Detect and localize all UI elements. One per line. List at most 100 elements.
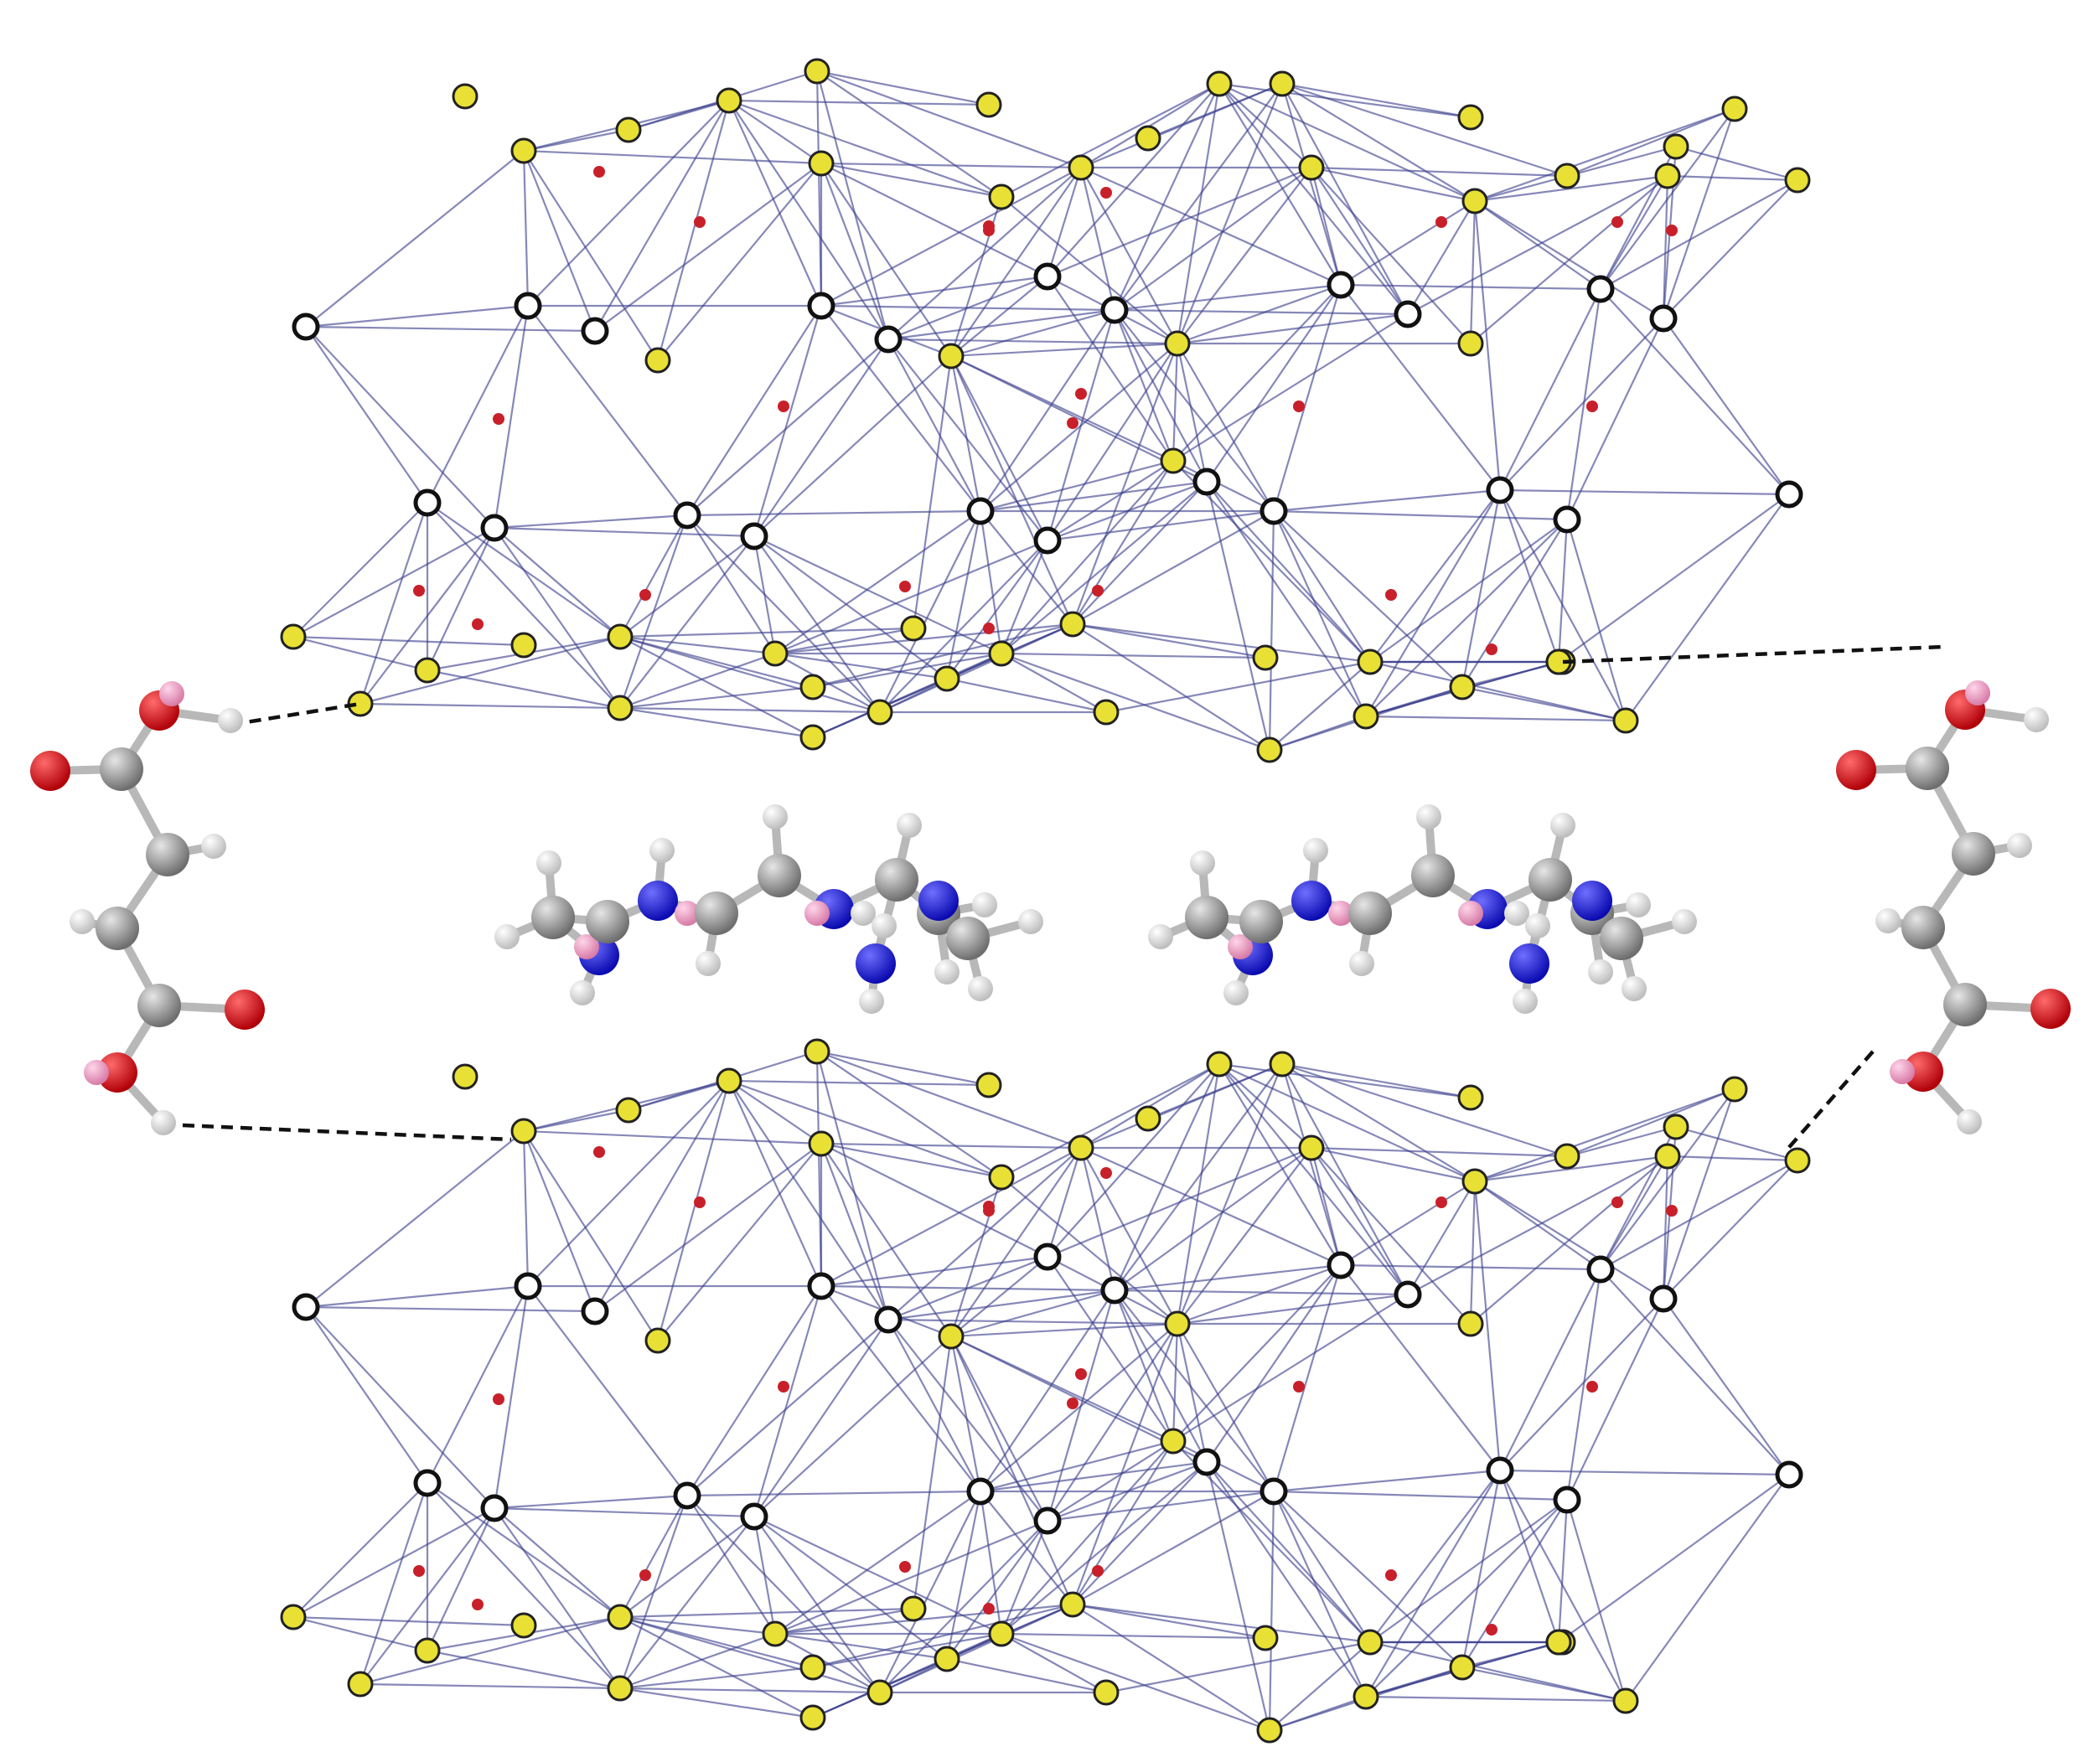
top-framework-bond-119 <box>359 635 621 705</box>
top-framework-bond-43 <box>522 150 530 307</box>
top-framework-bond-61 <box>1311 166 1476 203</box>
top-interstitial-site-1 <box>694 216 706 228</box>
bottom-sulfur-atom-45 <box>988 1164 1015 1191</box>
top-framework-bond-10 <box>816 70 990 106</box>
top-interstitial-site-20 <box>1385 589 1397 601</box>
bottom-framework-bond-73 <box>1407 1181 1476 1295</box>
top-sulfur-atom-45 <box>988 183 1015 210</box>
bottom-framework-bond-194 <box>753 1516 948 1660</box>
bottom-framework-bond-191 <box>879 1520 1048 1693</box>
top-metal-atom-15 <box>966 497 995 525</box>
bottom-framework-bond-38 <box>1662 1088 1736 1300</box>
bottom-framework-bond-252 <box>1565 1269 1602 1501</box>
top-framework-bond-9 <box>728 100 889 340</box>
top-framework-bond-203 <box>1365 489 1501 717</box>
top-framework-bond-191 <box>879 540 1048 713</box>
top-framework-bond-121 <box>619 635 881 714</box>
top-sulfur-atom-19 <box>938 343 965 369</box>
bottom-framework-bond-240 <box>887 1319 1048 1522</box>
bottom-metal-atom-7 <box>1327 1251 1355 1279</box>
acid-molecule-right <box>1836 680 2071 1134</box>
top-framework-bond-111 <box>292 502 428 638</box>
hydrogen-bonds <box>163 644 1945 1154</box>
acid-molecule-right-atom-H-6 <box>2007 833 2032 858</box>
amine-cation-right-atom-H-28 <box>1525 913 1550 938</box>
bottom-sulfur-atom-8 <box>510 1118 537 1145</box>
top-framework-bond-186 <box>619 535 755 709</box>
bottom-framework-bond-86 <box>912 1336 953 1610</box>
bottom-framework-bond-160 <box>1105 1641 1371 1694</box>
top-sulfur-atom-22 <box>280 623 307 650</box>
hydrogen-bond-2 <box>1562 644 1945 664</box>
top-framework-bond-235 <box>887 275 1048 341</box>
bottom-framework-bond-239 <box>887 1319 981 1492</box>
top-sulfur-atom-38 <box>934 665 960 692</box>
bottom-sulfur-atom-18 <box>644 1327 671 1354</box>
top-sulfur-atom-15 <box>1554 163 1580 189</box>
bottom-framework-bond-68 <box>1311 1147 1409 1295</box>
top-sulfur-atom-12 <box>1135 125 1161 152</box>
top-framework-bond-178 <box>359 502 429 705</box>
bottom-sulfur-atom-43 <box>1256 1717 1283 1744</box>
bottom-framework-bond-40 <box>523 1129 822 1145</box>
top-sulfur-atom-27 <box>900 615 927 642</box>
top-framework-bond-44 <box>522 150 597 332</box>
top-framework-bond-188 <box>686 514 881 713</box>
top-framework-bond-66 <box>1114 167 1312 311</box>
bottom-sulfur-atom-13 <box>1298 1134 1325 1161</box>
bottom-framework-bond-126 <box>619 1516 755 1618</box>
bottom-sulfur-atom-11 <box>1068 1134 1094 1161</box>
top-framework-bond-64 <box>1311 167 1472 344</box>
top-framework-bond-51 <box>820 163 890 340</box>
top-sulfur-atom-26 <box>762 640 789 667</box>
top-framework-bond-85 <box>950 342 1178 358</box>
amine-cation-right-atom-H-24 <box>1672 909 1697 934</box>
top-sulfur-atom-30 <box>1252 644 1279 671</box>
top-framework-bond-83 <box>1600 179 1798 290</box>
top-sulfur-atom-16 <box>1654 163 1681 189</box>
bottom-framework-bond-266 <box>1499 1469 1790 1476</box>
amine-cation-left-atom-H-1 <box>494 924 520 949</box>
bottom-framework-bond-244 <box>1046 1289 1116 1522</box>
top-framework-bond-201 <box>1206 481 1367 717</box>
bottom-sulfur-atom-20 <box>1164 1310 1191 1337</box>
top-framework-bond-65 <box>1047 166 1312 278</box>
top-framework-bond-70 <box>1469 200 1477 344</box>
top-framework-bond-264 <box>1273 488 1501 513</box>
amine-cation-left-atom-H-2 <box>536 850 561 876</box>
bottom-metal-atom-17 <box>1192 1448 1221 1476</box>
top-framework-bond-239 <box>887 338 981 512</box>
top-framework-bond-257 <box>494 514 688 530</box>
amine-cation-right-atom-H-19 <box>1513 989 1538 1014</box>
top-framework-bond-148 <box>1072 623 1266 659</box>
acid-molecule-left-atom-H-13 <box>151 1110 176 1135</box>
top-framework-bond-189 <box>753 535 881 713</box>
bottom-framework-bond-228 <box>493 1285 530 1509</box>
top-sulfur-atom-32 <box>1449 674 1476 700</box>
top-framework-bond-3 <box>728 100 822 164</box>
top-framework-bond-233 <box>753 305 823 537</box>
organic-molecules <box>30 680 2071 1135</box>
bottom-framework-bond-220 <box>1557 1499 1569 1643</box>
bottom-interstitial-site-4 <box>1611 1196 1623 1208</box>
bottom-framework-bond-202 <box>1272 1491 1368 1698</box>
bottom-framework-bond-196 <box>946 1520 1048 1660</box>
bottom-framework-bond-236 <box>887 1289 1115 1321</box>
bottom-framework-bond-175 <box>1461 1470 1502 1668</box>
bottom-framework-bond-42 <box>305 1130 525 1308</box>
amine-cation-left-atom-H-17 <box>897 813 922 838</box>
bottom-framework-bond-206 <box>1565 1499 1627 1702</box>
top-framework-bond-247 <box>1340 283 1601 291</box>
top-framework-bond-177 <box>359 702 621 710</box>
bottom-framework-bond-247 <box>1340 1263 1601 1271</box>
bottom-interstitial-sites <box>413 1146 1678 1636</box>
top-interstitial-site-14 <box>413 585 425 597</box>
top-sulfur-atom-2 <box>804 58 830 85</box>
top-framework-bond-16 <box>1218 82 1472 119</box>
bottom-sulfur-atom-26 <box>762 1620 789 1647</box>
bottom-interstitial-site-9 <box>778 1381 789 1393</box>
bottom-framework-bond-144 <box>753 1516 1002 1635</box>
bottom-framework-bond-224 <box>305 1306 428 1484</box>
bottom-metal-atom-0 <box>292 1293 320 1321</box>
top-framework-bond-236 <box>887 308 1115 341</box>
